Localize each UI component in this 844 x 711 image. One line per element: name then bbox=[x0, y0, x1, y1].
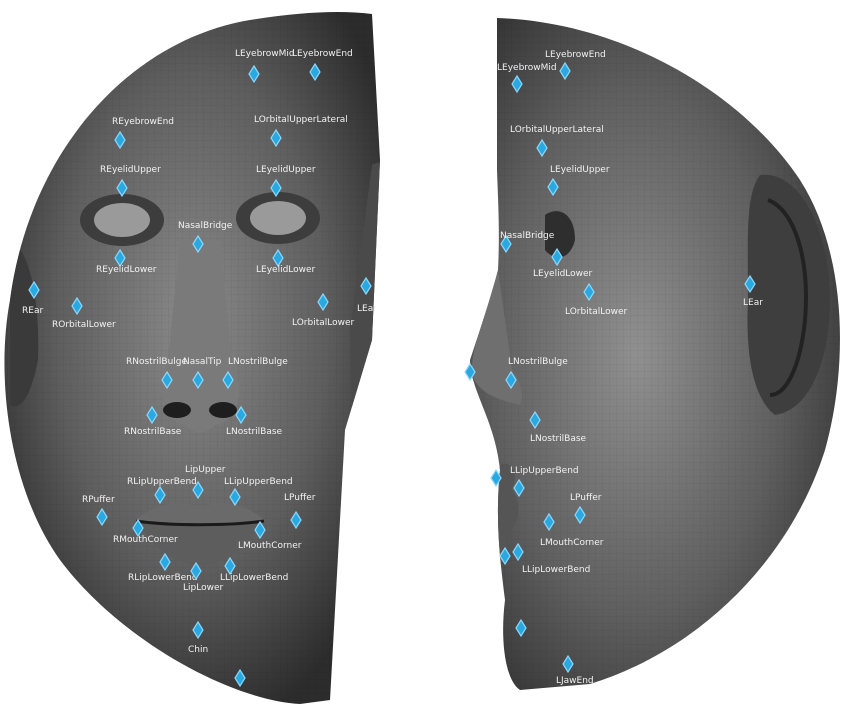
landmark-label: LEyelidLower bbox=[533, 269, 593, 279]
landmark-label: NasalBridge bbox=[500, 231, 555, 241]
landmark-label: LOrbitalUpperLateral bbox=[254, 115, 348, 125]
landmark-label: REyelidUpper bbox=[100, 165, 161, 175]
landmark-label: LLipUpperBend bbox=[510, 466, 579, 476]
landmark-label: LPuffer bbox=[284, 493, 316, 503]
landmark-label: RNostrilBulge bbox=[126, 357, 188, 367]
landmark-label: LEyelidLower bbox=[256, 265, 316, 275]
side-face bbox=[440, 0, 844, 711]
landmark-label: LLipLowerBend bbox=[522, 565, 590, 575]
landmark-label: LEar bbox=[357, 304, 377, 314]
landmark-label: LPuffer bbox=[570, 493, 602, 503]
landmark-label: LOrbitalUpperLateral bbox=[510, 125, 604, 135]
landmark-label: RLipLowerBend bbox=[128, 573, 198, 583]
landmark-label: LNostrilBulge bbox=[228, 357, 288, 367]
landmark-label: LEar bbox=[743, 298, 763, 308]
front-face bbox=[0, 0, 420, 711]
landmark-label: LNostrilBase bbox=[226, 427, 283, 437]
landmark-label: REar bbox=[22, 306, 43, 316]
landmark-label: RLipUpperBend bbox=[127, 477, 197, 487]
landmark-label: LEyelidUpper bbox=[550, 165, 610, 175]
landmark-label: LMouthCorner bbox=[238, 541, 302, 551]
landmark-label: LNostrilBase bbox=[530, 434, 587, 444]
landmark-label: RNostrilBase bbox=[124, 427, 182, 437]
landmark-label: REyebrowEnd bbox=[112, 117, 174, 127]
landmark-label: LEyelidUpper bbox=[256, 165, 316, 175]
landmark-label: Chin bbox=[188, 645, 208, 655]
landmark-label: LMouthCorner bbox=[540, 538, 604, 548]
landmark-label: LJawEnd bbox=[556, 676, 594, 686]
landmark-label: LipUpper bbox=[185, 465, 226, 475]
landmark-label: RPuffer bbox=[82, 495, 115, 505]
landmark-label: LOrbitalLower bbox=[565, 307, 627, 317]
landmark-label: LOrbitalLower bbox=[292, 318, 354, 328]
landmark-label: LEyebrowEnd bbox=[545, 50, 606, 60]
landmark-label: LEyebrowMid bbox=[235, 49, 295, 59]
landmark-label: LEyebrowMid bbox=[497, 63, 557, 73]
right-eye bbox=[94, 203, 150, 237]
landmark-label: LNostrilBulge bbox=[508, 357, 568, 367]
landmark-label: LipLower bbox=[183, 583, 223, 593]
landmark-label: LLipUpperBend bbox=[224, 477, 293, 487]
landmark-label: LEyebrowEnd bbox=[292, 49, 353, 59]
landmark-label: REyelidLower bbox=[96, 265, 157, 275]
landmark-label: ROrbitalLower bbox=[52, 320, 116, 330]
landmark-label: RMouthCorner bbox=[113, 535, 178, 545]
left-eye bbox=[250, 201, 306, 235]
landmark-label: NasalTip bbox=[183, 357, 222, 367]
landmark-label: LLipLowerBend bbox=[220, 573, 288, 583]
landmark-label: NasalBridge bbox=[178, 221, 233, 231]
